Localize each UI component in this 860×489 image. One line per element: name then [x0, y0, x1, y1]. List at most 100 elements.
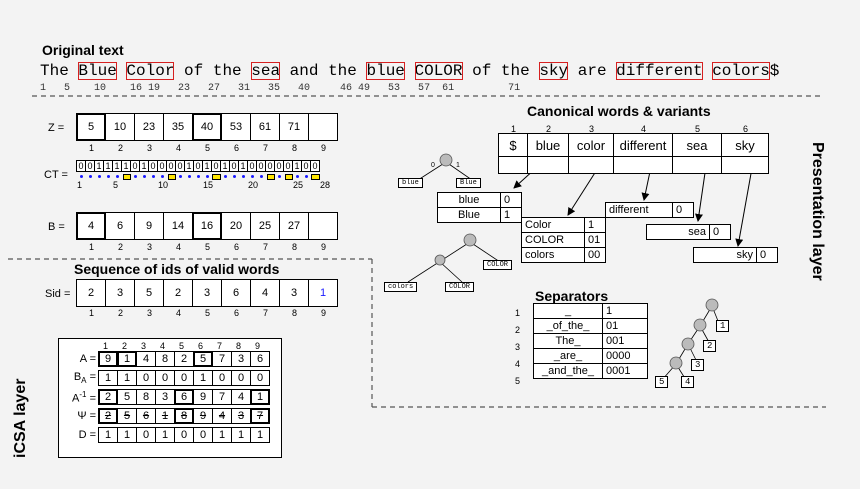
- canonical-word: $: [498, 133, 528, 157]
- canonical-pointer-cell: [527, 156, 569, 174]
- ct-marker-dot: [224, 175, 227, 178]
- original-text-positions: 1 5 10 16 19 23 27 31 35 40 46 49 53 57 …: [40, 83, 521, 94]
- z-index: 6: [233, 143, 239, 153]
- variant-code: 00: [584, 247, 606, 263]
- separator-index: 3: [515, 342, 521, 352]
- ct-marker-dot: [80, 175, 83, 178]
- canonical-index: 3: [588, 124, 594, 134]
- icsa-cell: 1: [98, 370, 118, 386]
- variant-code: 0: [756, 247, 778, 263]
- canonical-word: blue: [527, 133, 569, 157]
- separator-tree-leaf: 5: [655, 376, 669, 388]
- ct-tick: 1: [77, 180, 83, 190]
- b-index: 1: [88, 242, 94, 252]
- variant-word: COLOR: [521, 232, 585, 248]
- ct-marker-dot: [233, 175, 236, 178]
- original-text-title: Original text: [42, 42, 124, 58]
- canonical-index: 6: [742, 124, 748, 134]
- ct-marker-dot: [134, 175, 137, 178]
- b-cell: 4: [76, 212, 106, 240]
- ct-marker-box: [167, 173, 176, 180]
- sid-index: 4: [175, 308, 181, 318]
- separator-row: _and_the_0001: [533, 363, 648, 379]
- icsa-index: 1: [102, 341, 108, 351]
- separator-tree-leaf: 4: [681, 376, 695, 388]
- ct-marker-dot: [98, 175, 101, 178]
- icsa-cell: 0: [174, 370, 194, 386]
- icsa-index: 4: [159, 341, 165, 351]
- z-index: 5: [204, 143, 210, 153]
- separator-index: 4: [515, 359, 521, 369]
- icsa-cell: 0: [231, 370, 251, 386]
- z-index: 3: [146, 143, 152, 153]
- presentation-layer-label: Presentation layer: [809, 142, 826, 281]
- icsa-index: 9: [254, 341, 260, 351]
- ct-marker-box: [212, 173, 221, 180]
- icsa-cell: 0: [155, 370, 175, 386]
- separator-row: _are_0000: [533, 348, 648, 364]
- ct-marker-dot: [260, 175, 263, 178]
- sid-index: 1: [88, 308, 94, 318]
- icsa-cell: 0: [250, 370, 270, 386]
- canonical-index: 2: [545, 124, 551, 134]
- icsa-cell: 1: [155, 427, 175, 443]
- ct-marker-dot: [152, 175, 155, 178]
- text-token: are: [568, 62, 617, 80]
- separator-tree-leaf: 3: [691, 359, 705, 371]
- variant-word: blue: [437, 192, 501, 208]
- icsa-cell: 4: [231, 389, 251, 405]
- canonical-word: color: [568, 133, 614, 157]
- separator-index: 1: [515, 308, 521, 318]
- variant-word: sea: [646, 224, 710, 240]
- icsa-cell: 9: [193, 389, 213, 405]
- z-cell: 5: [76, 113, 106, 141]
- icsa-row-label: Ψ =: [77, 410, 96, 422]
- b-cell: 27: [279, 212, 309, 240]
- canonical-word: sky: [721, 133, 769, 157]
- sid-index: 8: [291, 308, 297, 318]
- icsa-cell: 5: [117, 389, 137, 405]
- icsa-row-label: D =: [78, 429, 96, 441]
- ct-marker-dot: [251, 175, 254, 178]
- word-token-boxed: COLOR: [414, 62, 463, 80]
- word-token-boxed: sky: [539, 62, 569, 80]
- z-index: 1: [88, 143, 94, 153]
- ct-tick: 10: [158, 180, 169, 190]
- variant-code: 1: [500, 207, 522, 223]
- sid-cell: 3: [105, 279, 135, 307]
- variant-word: Color: [521, 217, 585, 233]
- ct-marker-dot: [143, 175, 146, 178]
- original-text-line: The Blue Color of the sea and the blue C…: [40, 62, 779, 80]
- tree-bit-0: 0: [431, 162, 435, 169]
- sid-index: 3: [146, 308, 152, 318]
- icsa-cell: 4: [212, 408, 232, 424]
- b-cell: 14: [163, 212, 193, 240]
- ct-marker-box: [311, 173, 320, 180]
- text-token: of the: [174, 62, 252, 80]
- text-token: and the: [280, 62, 367, 80]
- z-cell: 61: [250, 113, 280, 141]
- b-index: 9: [320, 242, 326, 252]
- separator-tree-leaf: 2: [703, 340, 717, 352]
- separator-index: 2: [515, 325, 521, 335]
- canonical-word: different: [613, 133, 673, 157]
- ct-marker-box: [122, 173, 131, 180]
- b-index: 7: [262, 242, 268, 252]
- canonical-title: Canonical words & variants: [527, 103, 711, 119]
- separator-value: The_: [533, 333, 603, 349]
- ct-marker-dot: [107, 175, 110, 178]
- variant-word: Blue: [437, 207, 501, 223]
- separator-tree-leaf: 1: [716, 320, 730, 332]
- ct-marker-box: [284, 173, 293, 180]
